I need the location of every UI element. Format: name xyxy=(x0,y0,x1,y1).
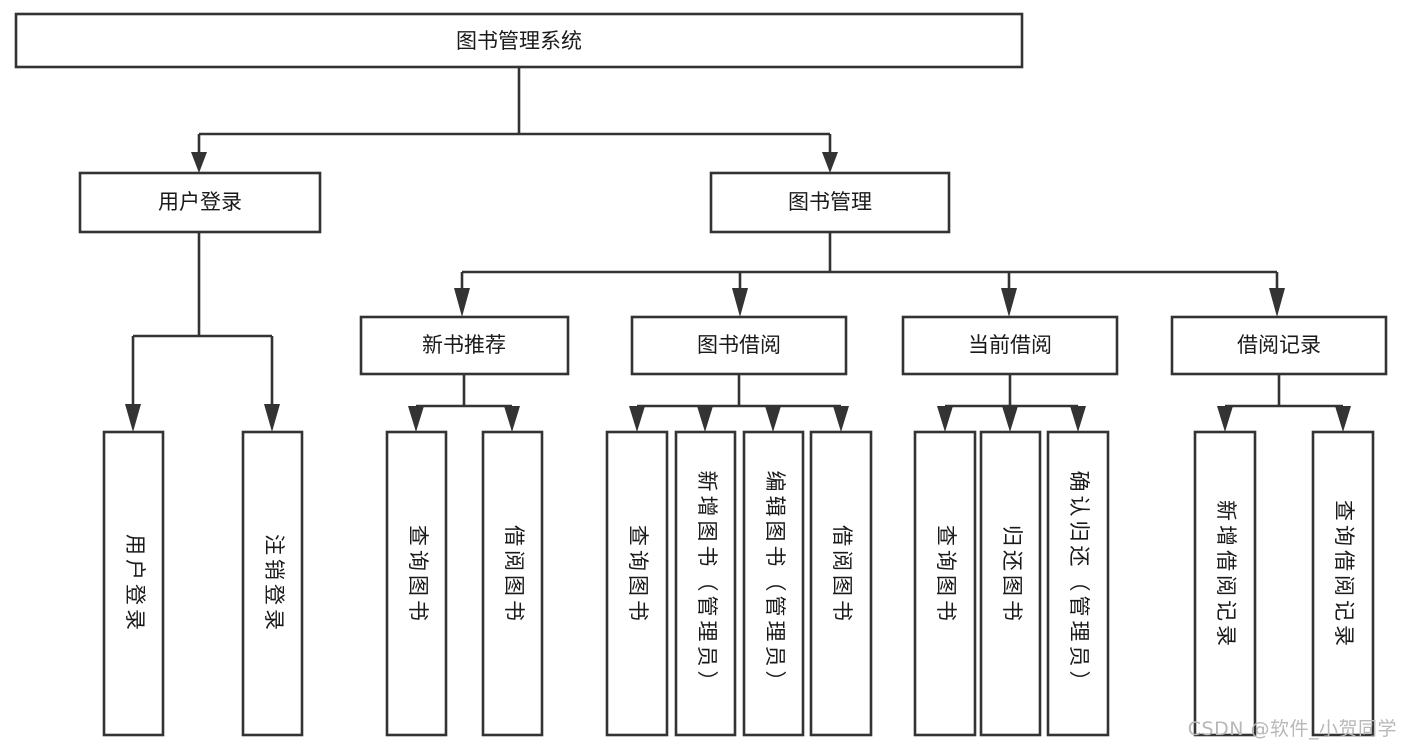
leaf-nb-query-book-label: 查询图书 xyxy=(406,525,430,625)
leaf-nb-query-book-box[interactable] xyxy=(385,430,448,737)
arrow-head-new-book-rec xyxy=(454,288,470,317)
arrow-head-br-query xyxy=(1335,406,1351,432)
arrow-head-cb-confirm xyxy=(1070,406,1086,432)
leaf-bb-edit-book-box[interactable] xyxy=(742,430,805,737)
leaf-user-login[interactable]: 用户登录 xyxy=(102,430,165,737)
leaf-nb-query-book[interactable]: 查询图书 xyxy=(385,430,448,737)
leaf-bb-query-book[interactable]: 查询图书 xyxy=(605,430,669,737)
node-borrow-records[interactable]: 借阅记录 xyxy=(1170,315,1388,376)
arrow-head-leaf-logout xyxy=(264,404,280,432)
node-book-management-box[interactable] xyxy=(709,171,951,234)
arrow-head-cb-return xyxy=(1002,406,1018,432)
node-borrow-records-box[interactable] xyxy=(1170,315,1388,376)
leaf-br-add-record-box[interactable] xyxy=(1193,430,1257,737)
node-new-book-recommend[interactable]: 新书推荐 xyxy=(359,315,570,376)
node-root-box[interactable] xyxy=(14,12,1024,69)
leaf-user-login-label: 用户登录 xyxy=(123,534,147,634)
leaf-cb-query-book-label: 查询图书 xyxy=(934,525,958,625)
leaf-bb-add-book-label: 新增图书（管理员） xyxy=(695,471,719,696)
leaf-bb-edit-book-label: 编辑图书（管理员） xyxy=(763,471,787,696)
arrow-head-user-login xyxy=(191,152,207,173)
leaf-bb-borrow-book-label: 借阅图书 xyxy=(830,525,854,625)
leaf-bb-add-book[interactable]: 新增图书（管理员） xyxy=(674,430,737,737)
arrow-head-borrow-records xyxy=(1269,288,1285,317)
node-borrow-records-label: 借阅记录 xyxy=(1237,333,1321,357)
leaf-bb-query-book-label: 查询图书 xyxy=(626,525,650,625)
node-user-login-box[interactable] xyxy=(78,171,322,234)
leaf-cb-return-book[interactable]: 归还图书 xyxy=(979,430,1042,737)
leaf-br-add-record-label: 新增借阅记录 xyxy=(1214,500,1238,650)
arrow-head-bb-borrow xyxy=(833,406,849,432)
leaf-user-login-box[interactable] xyxy=(102,430,165,737)
arrow-head-nb-borrow xyxy=(504,406,520,432)
arrow-head-cb-query xyxy=(937,406,953,432)
leaf-logout[interactable]: 注销登录 xyxy=(241,430,304,737)
leaf-bb-query-book-box[interactable] xyxy=(605,430,669,737)
leaf-nb-borrow-book-label: 借阅图书 xyxy=(502,525,526,625)
leaf-cb-confirm-return-label: 确认归还（管理员） xyxy=(1067,471,1091,696)
arrow-head-nb-query xyxy=(408,406,424,432)
leaf-bb-add-book-box[interactable] xyxy=(674,430,737,737)
node-book-borrow-box[interactable] xyxy=(630,315,848,376)
node-root[interactable]: 图书管理系统 xyxy=(14,12,1024,69)
leaf-logout-box[interactable] xyxy=(241,430,304,737)
node-book-management[interactable]: 图书管理 xyxy=(709,171,951,234)
node-current-borrow[interactable]: 当前借阅 xyxy=(901,315,1119,376)
node-user-login[interactable]: 用户登录 xyxy=(78,171,322,234)
arrow-head-book-mgmt xyxy=(822,152,838,173)
arrow-head-current-borrow xyxy=(1001,288,1017,317)
leaf-nb-borrow-book-box[interactable] xyxy=(481,430,544,737)
node-book-borrow[interactable]: 图书借阅 xyxy=(630,315,848,376)
leaf-cb-confirm-return-box[interactable] xyxy=(1046,430,1110,737)
leaf-br-query-record-label: 查询借阅记录 xyxy=(1332,500,1356,650)
leaf-cb-query-book-box[interactable] xyxy=(913,430,977,737)
leaf-br-add-record[interactable]: 新增借阅记录 xyxy=(1193,430,1257,737)
node-new-book-recommend-label: 新书推荐 xyxy=(422,333,506,357)
node-root-label: 图书管理系统 xyxy=(456,29,582,53)
leaf-cb-confirm-return[interactable]: 确认归还（管理员） xyxy=(1046,430,1110,737)
node-book-management-label: 图书管理 xyxy=(788,190,872,214)
leaf-br-query-record-box[interactable] xyxy=(1311,430,1375,737)
arrow-head-bb-edit xyxy=(765,406,781,432)
connector-layer xyxy=(125,67,1351,432)
leaf-bb-borrow-book-box[interactable] xyxy=(809,430,873,737)
node-current-borrow-label: 当前借阅 xyxy=(968,333,1052,357)
leaf-bb-edit-book[interactable]: 编辑图书（管理员） xyxy=(742,430,805,737)
node-user-login-label: 用户登录 xyxy=(158,190,242,214)
leaf-cb-return-book-box[interactable] xyxy=(979,430,1042,737)
leaf-bb-borrow-book[interactable]: 借阅图书 xyxy=(809,430,873,737)
leaf-nb-borrow-book[interactable]: 借阅图书 xyxy=(481,430,544,737)
leaf-br-query-record[interactable]: 查询借阅记录 xyxy=(1311,430,1375,737)
arrow-head-bb-add xyxy=(697,406,713,432)
arrow-head-br-add xyxy=(1217,406,1233,432)
leaf-cb-query-book[interactable]: 查询图书 xyxy=(913,430,977,737)
leaf-logout-label: 注销登录 xyxy=(262,534,286,634)
node-new-book-recommend-box[interactable] xyxy=(359,315,570,376)
node-book-borrow-label: 图书借阅 xyxy=(697,333,781,357)
arrow-head-book-borrow xyxy=(732,288,748,317)
arrow-head-bb-query xyxy=(629,406,645,432)
arrow-head-leaf-user-login xyxy=(125,404,141,432)
node-current-borrow-box[interactable] xyxy=(901,315,1119,376)
leaf-cb-return-book-label: 归还图书 xyxy=(1000,525,1024,625)
